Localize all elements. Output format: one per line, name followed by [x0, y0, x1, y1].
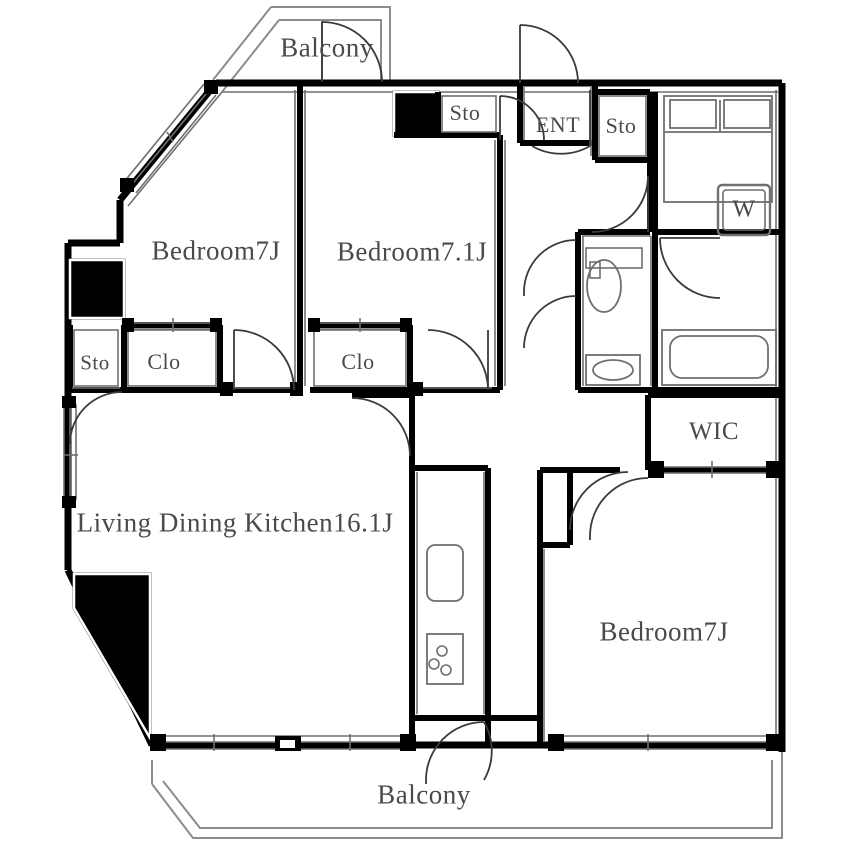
bathtub: [661, 329, 777, 386]
exterior-walls: [64, 79, 786, 752]
interior-walls: [67, 83, 782, 745]
kitchen-stove: [426, 633, 464, 685]
wall-inner-faces: [127, 90, 778, 748]
washing-machine: [716, 183, 772, 237]
windows: [62, 80, 782, 751]
kitchen-sink: [426, 544, 464, 602]
interior-wall-faces: [294, 87, 652, 741]
door-swings: [69, 21, 721, 784]
wash-basin: [585, 354, 641, 386]
toilet: [585, 247, 643, 313]
closet-inner-outlines: [73, 95, 647, 387]
